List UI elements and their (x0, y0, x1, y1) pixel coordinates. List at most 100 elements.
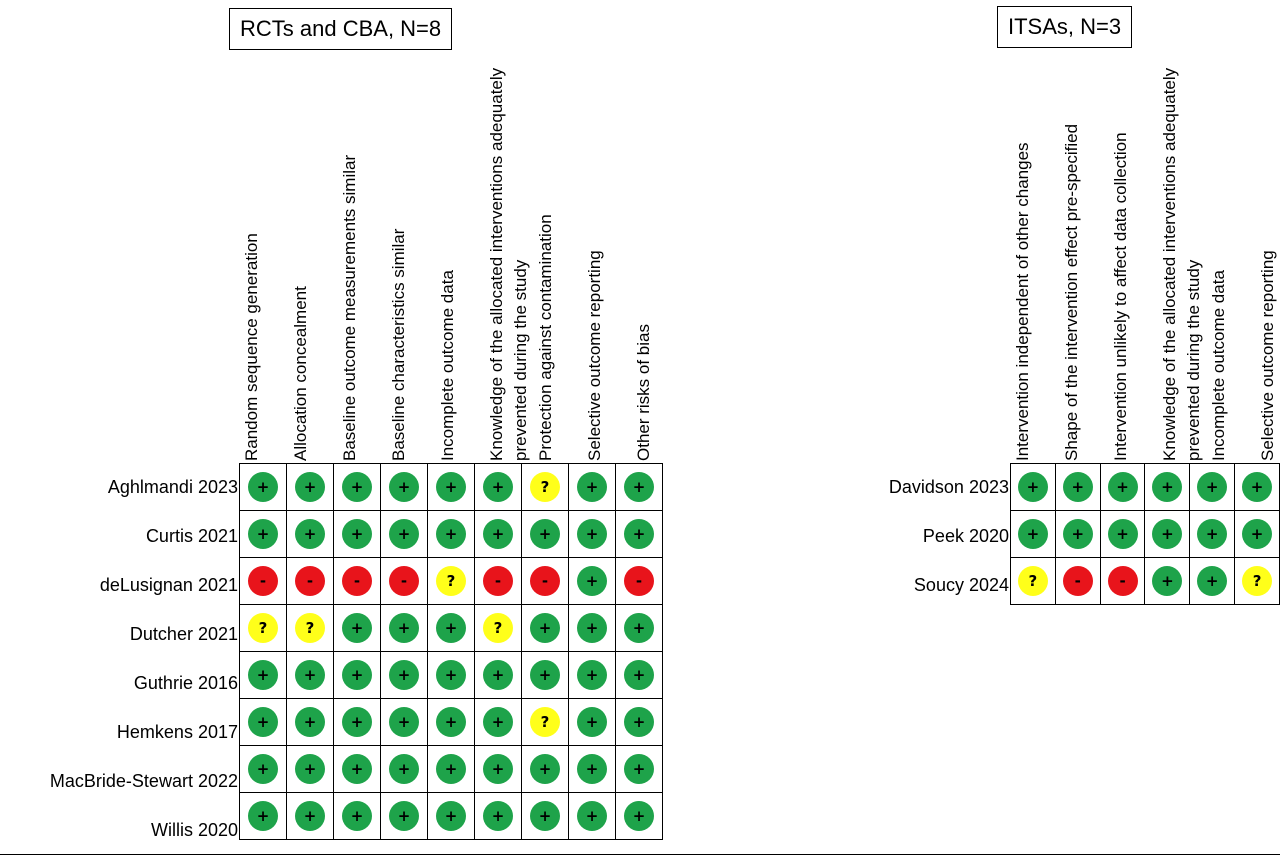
table-row: +++++++++ (239, 651, 663, 699)
rating-cell: + (568, 792, 616, 840)
low-risk-icon: + (1197, 472, 1228, 502)
high-risk-icon: - (295, 566, 325, 596)
low-risk-icon: + (389, 754, 419, 784)
low-risk-icon: + (342, 519, 372, 549)
low-risk-icon: + (483, 472, 513, 502)
column-header-line: Baseline outcome measurements similar (340, 154, 359, 461)
table-row: +++++++++ (239, 745, 663, 793)
low-risk-icon: + (577, 707, 607, 737)
rating-cell: + (474, 510, 522, 558)
rating-cell: + (568, 698, 616, 746)
table-row: ++++++ (1010, 463, 1280, 511)
low-risk-icon: + (436, 754, 466, 784)
rating-cell: + (427, 698, 475, 746)
column-header-line: Intervention independent of other change… (1013, 142, 1032, 461)
rating-cell: + (427, 510, 475, 558)
low-risk-icon: + (436, 472, 466, 502)
rating-cell: + (474, 745, 522, 793)
table-row: ++++++?++ (239, 698, 663, 746)
column-header-line: Knowledge of the allocated interventions… (487, 67, 506, 461)
rating-cell: + (427, 651, 475, 699)
rating-cell: ? (1234, 557, 1280, 605)
rating-cell: - (333, 557, 381, 605)
low-risk-icon: + (1242, 519, 1273, 549)
rating-cell: + (521, 651, 569, 699)
rating-cell: + (333, 510, 381, 558)
low-risk-icon: + (436, 707, 466, 737)
rating-cell: + (239, 651, 287, 699)
rating-cell: ? (521, 463, 569, 511)
study-label: MacBride-Stewart 2022 (49, 771, 238, 791)
rct-column-header: Protection against contamination (534, 1, 582, 461)
study-label: Dutcher 2021 (129, 624, 238, 644)
low-risk-icon: + (295, 660, 325, 690)
column-header-line: Intervention unlikely to affect data col… (1111, 132, 1130, 461)
rating-cell: ? (286, 604, 334, 652)
unclear-risk-icon: ? (1242, 566, 1273, 596)
study-label: Guthrie 2016 (133, 673, 238, 693)
low-risk-icon: + (1062, 519, 1093, 549)
rating-cell: + (239, 745, 287, 793)
column-header-line: Selective outcome reporting (1258, 250, 1277, 461)
rating-cell: + (333, 698, 381, 746)
study-label: Peek 2020 (922, 526, 1009, 546)
low-risk-icon: + (342, 660, 372, 690)
low-risk-icon: + (483, 754, 513, 784)
rating-cell: + (521, 510, 569, 558)
low-risk-icon: + (1242, 472, 1273, 502)
rct-column-header: Selective outcome reporting (583, 1, 631, 461)
itsa-column-header: Knowledge of the allocated interventions… (1158, 1, 1206, 461)
rating-cell: ? (474, 604, 522, 652)
high-risk-icon: - (624, 566, 654, 596)
column-header-line: Knowledge of the allocated interventions… (1160, 67, 1179, 461)
low-risk-icon: + (389, 801, 419, 831)
low-risk-icon: + (389, 613, 419, 643)
rating-cell: + (1189, 510, 1236, 558)
low-risk-icon: + (248, 754, 278, 784)
column-header-line: Random sequence generation (242, 233, 261, 461)
rating-cell: + (427, 792, 475, 840)
column-header-line: Baseline characteristics similar (389, 228, 408, 461)
low-risk-icon: + (530, 801, 560, 831)
low-risk-icon: + (1017, 472, 1048, 502)
rct-panel-title: RCTs and CBA, N=8 (229, 8, 453, 50)
low-risk-icon: + (295, 801, 325, 831)
rating-cell: + (1234, 463, 1280, 511)
low-risk-icon: + (342, 472, 372, 502)
low-risk-icon: + (1152, 472, 1183, 502)
rating-cell: + (521, 792, 569, 840)
high-risk-icon: - (1107, 566, 1138, 596)
low-risk-icon: + (530, 754, 560, 784)
low-risk-icon: + (577, 566, 607, 596)
rct-column-header: Incomplete outcome data (436, 1, 484, 461)
rating-cell: + (521, 604, 569, 652)
table-row: ++++++ (1010, 510, 1280, 558)
low-risk-icon: + (577, 801, 607, 831)
rating-cell: + (474, 698, 522, 746)
rating-cell: + (568, 557, 616, 605)
rating-cell: + (1189, 463, 1236, 511)
rating-cell: + (1010, 463, 1056, 511)
high-risk-icon: - (483, 566, 513, 596)
low-risk-icon: + (342, 801, 372, 831)
rating-cell: + (1099, 463, 1146, 511)
low-risk-icon: + (389, 707, 419, 737)
low-risk-icon: + (530, 613, 560, 643)
rating-cell: + (427, 745, 475, 793)
low-risk-icon: + (577, 519, 607, 549)
rating-cell: + (521, 745, 569, 793)
low-risk-icon: + (389, 660, 419, 690)
low-risk-icon: + (1152, 566, 1183, 596)
rct-column-header: Knowledge of the allocated interventions… (485, 1, 533, 461)
rating-cell: + (1189, 557, 1236, 605)
rct-rating-grid: ++++++?+++++++++++----?--+-??+++?+++++++… (239, 463, 663, 840)
rating-cell: + (380, 745, 428, 793)
rating-cell: + (286, 698, 334, 746)
rating-cell: - (239, 557, 287, 605)
rating-cell: + (1054, 510, 1101, 558)
rating-cell: + (474, 651, 522, 699)
low-risk-icon: + (530, 519, 560, 549)
rating-cell: + (615, 604, 663, 652)
low-risk-icon: + (389, 519, 419, 549)
low-risk-icon: + (436, 613, 466, 643)
